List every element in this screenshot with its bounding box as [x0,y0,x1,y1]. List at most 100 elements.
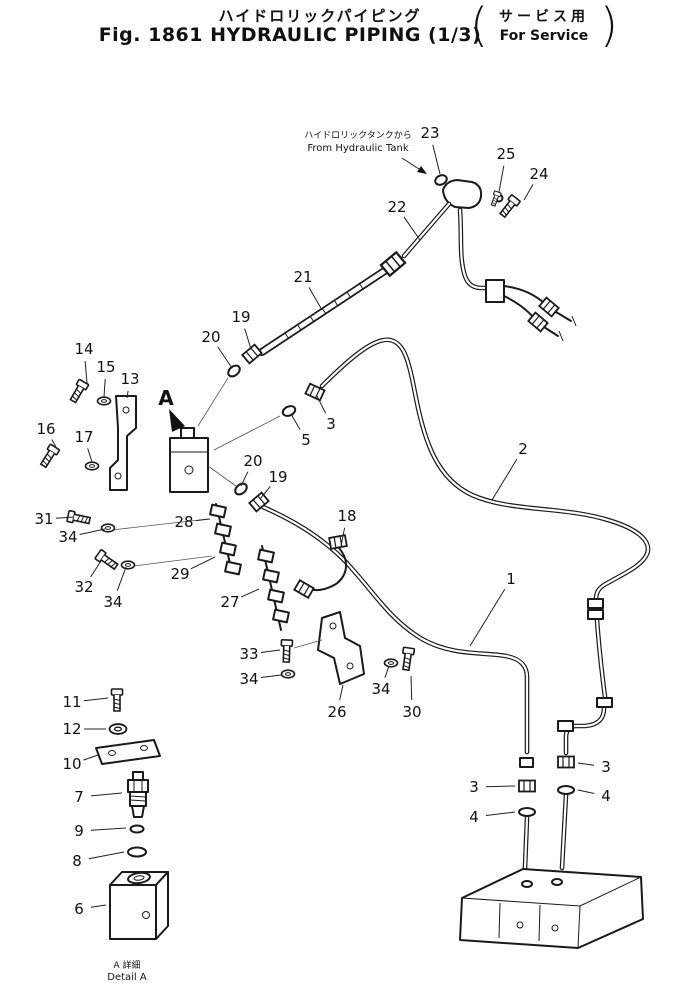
callout-19: 19 [231,308,250,326]
bolt-11 [110,688,124,712]
callout-4: 4 [601,787,611,805]
o-ring-4-left [518,807,536,817]
o-ring-9 [129,824,145,834]
callout-23: 23 [420,124,439,142]
service-tag-japanese: サービス用 [498,9,589,25]
service-tag-english: For Service [499,28,589,44]
pipe-2 [319,337,651,871]
plate-10 [95,739,161,765]
callout-leader-6 [90,904,107,908]
washer-34d [383,658,399,668]
callout-leader-34 [79,528,106,535]
callout-20: 20 [201,328,220,346]
callout-leader-30 [410,675,413,701]
callout-12: 12 [62,720,81,738]
from-tank-label-english: From Hydraulic Tank [307,143,408,154]
callout-30: 30 [402,703,421,721]
bracket-13 [109,395,137,491]
marker-a-arrow [169,409,185,432]
manifold-27 [257,545,290,631]
callout-leader-23 [432,144,441,175]
washer-15 [96,396,112,406]
callout-leader-29 [190,556,216,570]
callout-leader-15 [103,378,106,398]
callout-21: 21 [293,268,312,286]
service-tag-lines: サービス用 For Service [488,6,600,44]
callout-leader-33 [260,649,281,653]
callout-leader-34 [384,665,390,678]
callout-31: 31 [34,510,53,528]
fitting-stack-right [557,755,575,795]
from-tank-arrow [401,157,427,174]
callout-4: 4 [469,808,479,826]
washer-34b [120,560,136,570]
o-ring-20b [234,482,248,496]
callout-22: 22 [387,198,406,216]
callout-leader-24 [523,184,534,201]
valve-port-1 [521,880,533,888]
callout-leader-8 [88,851,125,860]
callout-32: 32 [74,578,93,596]
washer-34a [100,523,116,533]
callout-8: 8 [72,852,82,870]
hose-18 [307,546,347,592]
service-tag-open-paren: ( [470,0,488,52]
callout-9: 9 [74,822,84,840]
callout-11: 11 [62,693,81,711]
axis-line-washer34b-to-manifold [133,555,213,567]
callout-6: 6 [74,900,84,918]
callout-leader-5 [290,413,301,430]
callout-leader-11 [83,697,109,702]
callout-leader-14 [84,360,88,384]
callout-leader-16 [51,439,58,450]
callout-leader-26 [339,684,344,701]
pipe-22 [401,201,452,259]
callout-13: 13 [120,370,139,388]
axis-line-hose-to-valve [197,377,229,427]
callout-20: 20 [243,452,262,470]
callout-34: 34 [239,670,258,688]
callout-leader-10 [83,754,99,761]
callout-leader-3 [316,395,327,414]
bolt-32 [94,548,120,572]
axis-line-washer34a-to-manifold [111,518,209,531]
callout-29: 29 [170,565,189,583]
callout-1: 1 [506,570,516,588]
callout-leader-20 [217,346,233,369]
callout-2: 2 [518,440,528,458]
callout-leader-2 [491,459,518,501]
figure-title-english: Fig. 1861 HYDRAULIC PIPING (1/3) [98,24,482,46]
callout-26: 26 [327,703,346,721]
o-ring-5 [281,405,297,417]
callout-3: 3 [601,758,611,776]
right-elbow-fittings [557,598,613,732]
callout-leader-25 [498,165,505,193]
callout-15: 15 [96,358,115,376]
callout-28: 28 [174,513,193,531]
callout-leader-19 [244,328,252,350]
callout-27: 27 [220,593,239,611]
callout-leader-34 [260,674,282,678]
callout-leader-4 [485,811,516,816]
callout-10: 10 [62,755,81,773]
callout-leader-1 [469,588,506,647]
callout-17: 17 [74,428,93,446]
washer-17 [84,461,100,471]
detail-a-caption-english: Detail A [107,972,147,983]
callout-34: 34 [58,528,77,546]
callout-leader-21 [308,287,323,311]
o-ring-20a [227,364,241,378]
detail-a-group [95,688,169,940]
hex-fitting-3-left [518,779,536,793]
callout-19: 19 [268,468,287,486]
callout-leader-19 [259,485,271,500]
callout-leader-28 [195,518,211,522]
manifold-28 [209,503,242,576]
bracket-26 [317,611,365,685]
callout-34: 34 [103,593,122,611]
washer-34c [280,669,296,679]
callout-leader-20 [240,471,249,487]
